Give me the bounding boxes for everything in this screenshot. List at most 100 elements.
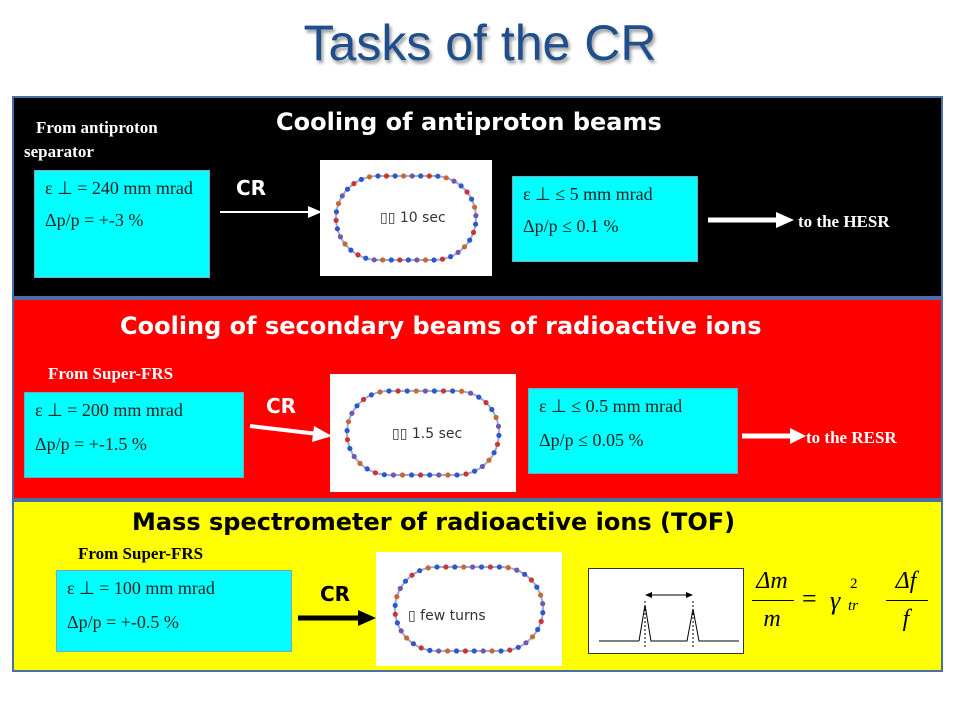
ring-magnet — [413, 388, 419, 394]
ring-magnet — [436, 472, 442, 478]
formula-rhs-numerator: Δf — [895, 568, 917, 594]
panel-heading: Mass spectrometer of radioactive ions (T… — [132, 508, 736, 536]
ring-magnet — [540, 610, 546, 616]
ring-magnet — [334, 226, 340, 232]
ring-magnet — [434, 564, 440, 570]
storage-ring-diagram: ▯ few turns — [376, 552, 562, 666]
ring-magnet — [422, 257, 429, 263]
ring-magnet — [514, 567, 520, 573]
ring-time: 1.5 sec — [411, 426, 463, 442]
ring-magnet — [443, 564, 449, 570]
ring-magnet — [426, 173, 432, 179]
ring-magnet — [462, 648, 468, 654]
ring-magnet — [418, 472, 424, 478]
ring-magnet — [425, 565, 431, 571]
ring-magnet — [345, 419, 352, 425]
ring-magnet — [348, 247, 354, 253]
ring-magnet — [472, 468, 478, 474]
input-emittance: ε ⊥ = 100 mm mrad — [67, 578, 215, 598]
ring-icon — [392, 564, 546, 654]
ring-magnet — [395, 388, 401, 394]
input-momentum-spread: Δp/p = +-0.5 % — [67, 612, 179, 633]
ring-magnet — [448, 254, 454, 260]
tof-peaks-icon — [599, 592, 739, 649]
ring-magnet — [505, 565, 511, 571]
tof-spectrum-plot — [588, 568, 744, 654]
ring-time-label: ▯▯ 1.5 sec — [392, 426, 463, 442]
ring-magnet — [443, 175, 449, 181]
ring-magnet — [344, 428, 350, 434]
ring-magnet — [523, 640, 529, 646]
ring-magnet — [342, 241, 348, 247]
ring-magnet — [491, 450, 497, 456]
ring-magnet — [386, 388, 392, 394]
ring-magnet — [459, 388, 465, 394]
ring-magnet — [478, 564, 485, 570]
ring-magnet — [394, 594, 400, 600]
storage-ring-diagram: ▯▯ 10 sec — [320, 160, 492, 276]
formula-lhs-numerator: Δm — [756, 568, 788, 594]
ring-magnet — [333, 217, 339, 223]
ring-magnet — [372, 470, 378, 476]
ring-magnet — [351, 453, 357, 460]
arrow-right-icon — [742, 428, 806, 444]
formula-lhs-denominator: m — [763, 606, 781, 632]
ring-magnet — [470, 564, 476, 570]
ring-magnet — [445, 648, 451, 654]
panel-antiproton: Cooling of antiproton beams From antipro… — [12, 96, 943, 298]
ring-magnet — [431, 257, 437, 263]
ring-magnet — [461, 244, 468, 250]
ring-magnet — [410, 641, 416, 647]
panel-radioactive-ions: Cooling of secondary beams of radioactiv… — [12, 298, 943, 500]
input-parameters-box: ε ⊥ = 200 mm mrad Δp/p = +-1.5 % — [24, 392, 244, 478]
destination-label: to the HESR — [798, 212, 890, 231]
ring-magnet — [414, 257, 420, 263]
ring-time: 10 sec — [399, 210, 446, 226]
ring-magnet — [401, 173, 407, 179]
ring-magnet — [472, 204, 478, 210]
formula-subscript: tr — [848, 598, 859, 614]
cr-label: CR — [236, 176, 267, 200]
ring-magnet — [534, 584, 540, 590]
ring-magnet — [540, 601, 546, 607]
ring-magnet — [364, 466, 370, 472]
ring-magnet — [454, 472, 460, 478]
ring-magnet — [453, 648, 460, 654]
ring-magnet — [464, 189, 470, 195]
ring-magnet — [404, 635, 410, 641]
ring-magnet — [409, 572, 415, 578]
ring-magnet — [409, 173, 415, 179]
output-momentum-spread: Δp/p ≤ 0.05 % — [539, 430, 644, 451]
ring-magnet — [535, 626, 541, 633]
ring-magnet — [522, 571, 528, 577]
ring-magnet — [471, 648, 477, 654]
ring-magnet — [358, 176, 364, 182]
source-label: From Super-FRS — [48, 364, 174, 383]
page-title: Tasks of the CR — [303, 15, 657, 71]
ring-magnet — [483, 400, 489, 406]
ring-magnet — [405, 257, 411, 263]
arrow-right-icon — [249, 424, 332, 442]
ring-magnet — [452, 564, 458, 570]
ring-magnet — [436, 648, 442, 654]
ring-magnet — [417, 568, 423, 574]
ring-magnet — [489, 406, 495, 413]
mass-resolution-formula: Δm m = γ 2 tr Δf f — [750, 560, 940, 650]
destination-label: to the RESR — [806, 428, 897, 447]
ring-magnet — [363, 255, 369, 261]
ring-magnet — [496, 432, 502, 438]
ring-magnet — [392, 173, 398, 179]
ring-magnet — [480, 648, 486, 654]
ring-magnet — [450, 388, 456, 394]
ring-magnet — [397, 585, 403, 592]
ring-magnet — [361, 396, 367, 403]
ring-magnet — [418, 173, 424, 179]
fraction-bar — [752, 600, 794, 601]
ring-magnet — [383, 173, 390, 179]
output-emittance: ε ⊥ ≤ 0.5 mm mrad — [539, 396, 683, 416]
ring-magnet — [473, 213, 479, 219]
ring-time-label: ▯ few turns — [408, 608, 486, 624]
ring-magnet — [489, 648, 495, 654]
arrow-right-icon — [298, 610, 376, 626]
ring-magnet — [439, 256, 446, 262]
